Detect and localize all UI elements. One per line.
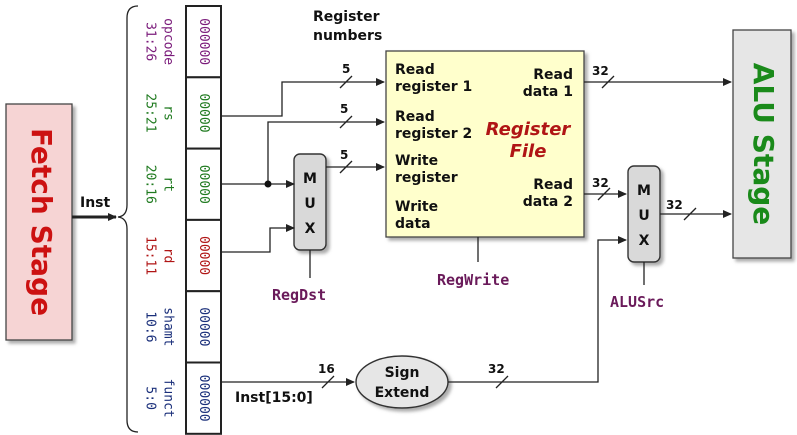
fetch-stage-block: Fetch Stage [5, 103, 73, 341]
field-value-rt: 00000 [196, 165, 211, 204]
regdst-mux-letter-m: M [303, 171, 317, 187]
inst-bus: Inst [72, 195, 117, 221]
field-name-opcode: opcode [161, 18, 176, 65]
register-file-title-2: File [510, 141, 547, 162]
bus-width-rs: 5 [342, 62, 350, 76]
alusrc-mux-letter-u: U [638, 208, 649, 224]
read-data-1-line2: data 1 [523, 84, 573, 100]
register-file-box [385, 50, 585, 238]
read-data-2-line2: data 2 [523, 194, 573, 210]
field-name-funct: funct [161, 379, 176, 418]
field-bits-rd: 15:11 [143, 236, 158, 275]
fetch-stage-label: Fetch Stage [25, 128, 58, 316]
alusrc-mux-letter-x: X [639, 233, 650, 249]
bus-slash [601, 75, 615, 89]
field-value-funct: 000000 [196, 375, 211, 422]
regdst-mux-letter-u: U [304, 196, 315, 212]
field-bits-shamt: 10:6 [143, 311, 158, 342]
inst-15-0-label: Inst[15:0] [235, 390, 313, 406]
read-register-1-line2: register 1 [395, 79, 472, 95]
bus-slash [339, 160, 353, 174]
field-box-rd [185, 218, 222, 293]
write-register-line2: register [395, 170, 458, 186]
bus-slash [339, 75, 353, 89]
wires [221, 75, 732, 389]
regdst-mux-letter-x: X [305, 221, 316, 237]
read-register-2-line1: Read [395, 109, 435, 125]
wire-rs-readreg1 [221, 78, 385, 117]
field-value-rs: 00000 [196, 93, 211, 132]
alu-stage-label: ALU Stage [747, 63, 780, 225]
wire-signext-mux [448, 236, 627, 383]
bus-width-write: 5 [340, 148, 348, 162]
junction-dot [264, 180, 272, 188]
alu-stage-block: ALU Stage [732, 29, 792, 259]
regwrite-label: RegWrite [437, 271, 509, 289]
bus-slash [495, 375, 509, 389]
read-data-1-line1: Read [533, 67, 573, 83]
sign-extend-unit: Sign Extend [355, 355, 449, 409]
field-bits-rs: 25:21 [143, 93, 158, 132]
field-bits-funct: 5:0 [143, 386, 158, 409]
write-data-line1: Write [395, 199, 438, 215]
alusrc-mux-letter-m: M [637, 183, 651, 199]
sign-extend-line1: Sign [385, 365, 420, 381]
bus-slash [339, 115, 353, 129]
field-name-rt: rt [161, 176, 176, 192]
register-file-title-1: Register [486, 119, 572, 140]
inst-label: Inst [80, 195, 111, 211]
field-brace [117, 5, 139, 433]
regdst-mux: M U X [293, 153, 327, 251]
field-box-opcode [185, 5, 222, 79]
read-register-2-line2: register 2 [395, 126, 472, 142]
field-name-shamt: shamt [161, 307, 176, 346]
alu-stage-box [732, 29, 792, 259]
regdst-label: RegDst [272, 286, 326, 304]
bus-slash [321, 375, 335, 389]
field-name-rd: rd [161, 248, 176, 264]
field-value-rd: 00000 [196, 236, 211, 275]
field-bits-rt: 20:16 [143, 165, 158, 204]
register-numbers-line2: numbers [313, 28, 382, 44]
bus-width-rt: 5 [340, 102, 348, 116]
bus-width-readdata2: 32 [592, 176, 609, 190]
register-numbers-line1: Register [313, 9, 380, 25]
read-register-1-line1: Read [395, 62, 435, 78]
bus-width-inst: 16 [318, 362, 335, 376]
bus-slash [597, 187, 611, 201]
bus-slash [683, 207, 697, 221]
alusrc-mux: M U X [627, 165, 661, 263]
write-register-line1: Write [395, 153, 438, 169]
bus-width-signext: 32 [488, 362, 505, 376]
bus-width-readdata1: 32 [592, 64, 609, 78]
field-box-funct [185, 361, 222, 435]
write-data-line2: data [395, 216, 431, 232]
sign-extend-line2: Extend [375, 385, 430, 401]
fetch-stage-box [5, 103, 73, 341]
alusrc-label: ALUSrc [610, 293, 664, 311]
read-data-2-line1: Read [533, 177, 573, 193]
field-box-shamt [185, 290, 222, 364]
register-file: Read register 1 Read register 2 Write re… [385, 50, 585, 238]
field-name-rs: rs [161, 105, 176, 121]
field-bits-opcode: 31:26 [143, 22, 158, 61]
field-value-shamt: 00000 [196, 307, 211, 346]
field-value-opcode: 000000 [196, 18, 211, 65]
bus-width-mux-out: 32 [666, 198, 683, 212]
wire-rd-mux [221, 224, 295, 253]
